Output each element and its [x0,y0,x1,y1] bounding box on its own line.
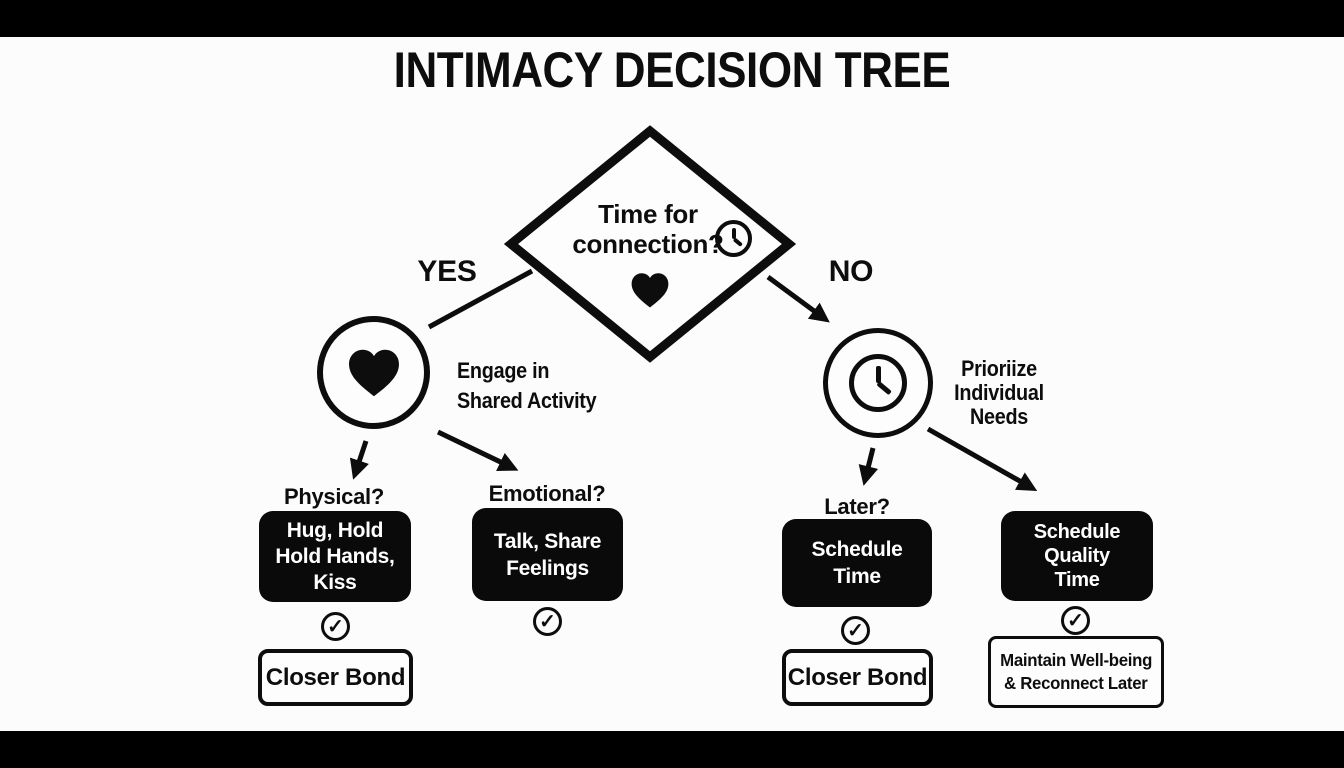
arrow-later [858,447,879,486]
emotional-box-line2: Feelings [506,556,589,580]
check-icon: ✓ [841,616,870,645]
later-question-label: Later? [824,494,890,519]
schedule-quality-box: Schedule Quality Time [1001,511,1153,601]
schedule-box-line2: Time [833,565,881,588]
yes-action-line2: Shared Activity [457,388,597,413]
page-title: INTIMACY DECISION TREE [393,42,951,98]
clock-minute-hand [731,227,736,239]
no-action-line1: Prioriize [961,356,1037,381]
check-icon: ✓ [321,612,350,641]
outcome-line2: & Reconnect Later [1004,673,1148,693]
no-action-node [823,328,933,438]
outcome-maintain-wellbeing: Maintain Well-being & Reconnect Later [988,636,1164,708]
letterbox-bottom [0,731,1344,768]
arrow-physical [349,440,369,480]
quality-box-line1: Schedule [1033,521,1121,543]
decision-question: Time for connection? [558,199,738,259]
clock-hour-hand [732,236,743,247]
no-action-line2: Individual [954,380,1044,405]
outcome-closer-bond-left: Closer Bond [258,649,413,706]
outcome-label: Closer Bond [787,663,928,691]
yes-action-label: Engage in Shared Activity [457,356,597,416]
quality-box-line3: Time [1054,569,1100,591]
connector-yes-line [427,268,534,330]
check-icon: ✓ [1061,606,1090,635]
no-branch-label: NO [828,255,874,288]
yes-action-line1: Engage in [457,358,550,383]
schedule-time-box: Schedule Time [782,519,932,607]
letterbox-top [0,0,1344,37]
physical-box-line2: Hold Hands, [275,544,395,568]
quality-box-line2: Quality [1044,545,1110,567]
schedule-box-line1: Schedule [811,538,903,561]
physical-action-box: Hug, Hold Hold Hands, Kiss [259,511,411,602]
emotional-box-line1: Talk, Share [493,529,602,553]
check-icon: ✓ [533,607,562,636]
physical-question-label: Physical? [283,484,385,509]
connector-no-arrow [766,274,830,323]
physical-box-line1: Hug, Hold [286,518,384,542]
emotional-action-box: Talk, Share Feelings [472,508,623,601]
physical-box-line3: Kiss [313,570,357,594]
clock-icon [715,220,752,257]
decision-question-line1: Time for [598,199,698,229]
heart-icon [631,273,669,308]
arrow-emotional [436,429,519,471]
no-action-line3: Needs [969,404,1029,429]
outcome-label: Closer Bond [265,663,406,691]
clock-hour-hand [876,381,892,396]
outcome-line1: Maintain Well-being [1000,650,1152,670]
decision-question-line2: connection? [572,229,724,259]
decision-diamond [503,125,797,363]
clock-icon [849,354,907,412]
no-action-label: Prioriize Individual Needs [944,357,1054,429]
clock-minute-hand [875,366,881,383]
emotional-question-label: Emotional? [488,481,606,506]
yes-branch-label: YES [417,255,477,288]
outcome-closer-bond-right: Closer Bond [782,649,933,706]
yes-action-node [317,316,430,429]
arrow-quality [926,426,1038,491]
heart-icon [348,349,399,397]
